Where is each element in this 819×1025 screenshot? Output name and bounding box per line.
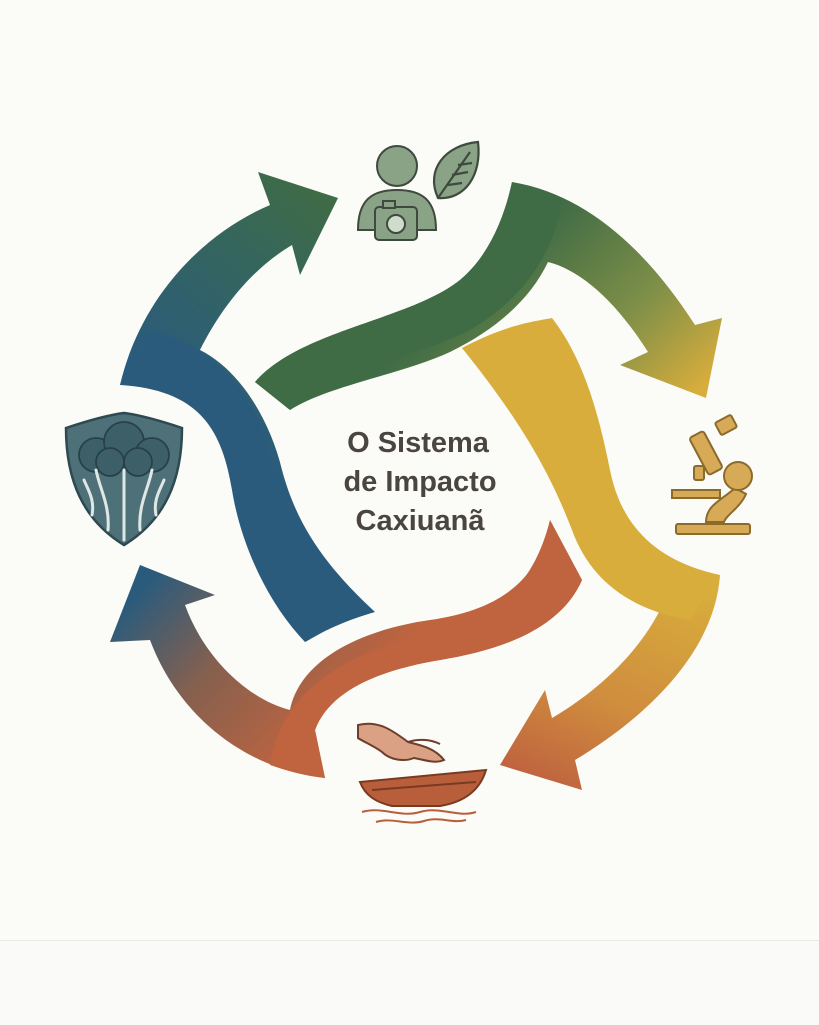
title-line-1: O Sistema (347, 427, 490, 459)
arrow-yellow (462, 348, 720, 790)
arrow-blue-body (120, 330, 375, 642)
center-title: O Sistema de Impacto Caxiuanã (343, 427, 496, 537)
title-line-2: de Impacto (343, 466, 496, 498)
arrow-orange (110, 520, 582, 778)
hand-icon (357, 722, 446, 763)
bottom-band (0, 940, 819, 1025)
leaf-icon (432, 140, 480, 200)
microscope-icon (671, 414, 753, 535)
cycle-svg: O Sistema de Impacto Caxiuanã (64, 140, 753, 824)
arrow-green-body (255, 182, 560, 410)
title-line-3: Caxiuanã (356, 505, 486, 537)
arrow-yellow-body (462, 318, 720, 620)
photographer-icon (356, 145, 438, 241)
boat-icon (358, 768, 488, 824)
arrow-blue (120, 172, 375, 612)
arrow-orange-body (270, 520, 582, 778)
shield-tree-icon (64, 411, 184, 547)
